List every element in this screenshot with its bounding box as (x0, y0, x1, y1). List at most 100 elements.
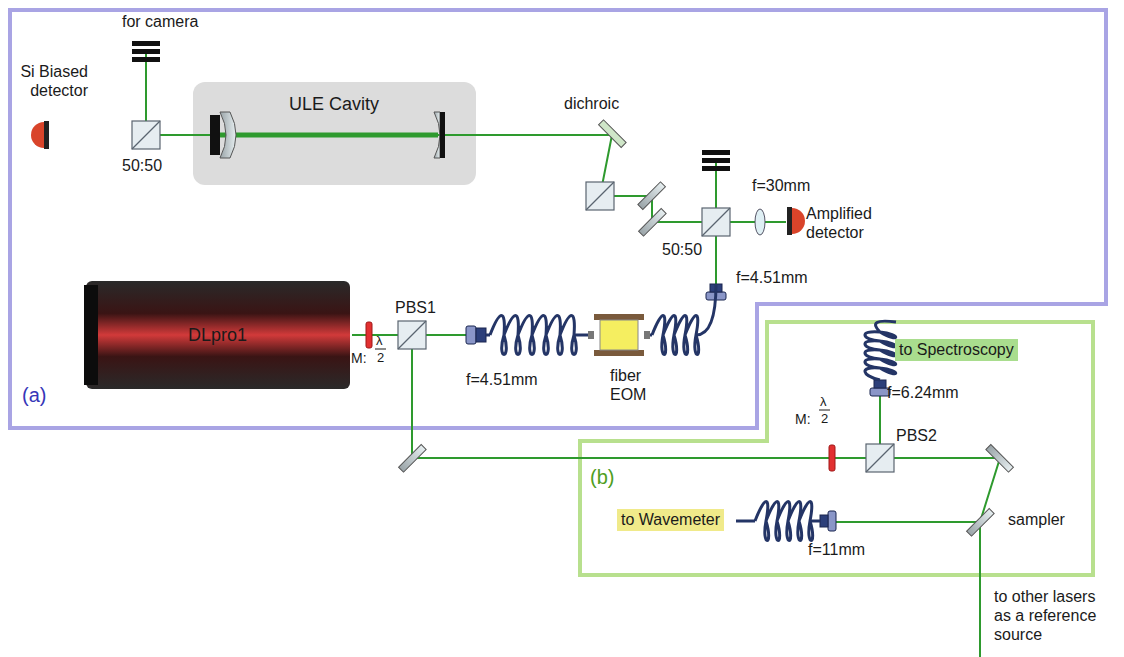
beam-splitter-cubes (132, 121, 160, 149)
laser-beams (146, 51, 612, 196)
fiber-couplers (476, 328, 486, 342)
fiber-eom (588, 314, 650, 356)
waveplate-label: λ (376, 333, 383, 348)
fiber-coil (652, 316, 699, 355)
laser-beams (215, 133, 438, 138)
laser-beams (412, 335, 880, 458)
cavity-mirrors (220, 112, 236, 158)
fiber-coils (486, 284, 896, 541)
component-box: DLpro1 (86, 281, 350, 389)
laser-head (86, 281, 350, 389)
steering-mirrors (967, 509, 995, 537)
fiber-coil (736, 520, 820, 523)
highlight-box: to Wavemeter (617, 509, 724, 531)
waveplate-label: M: (795, 411, 811, 427)
focal-length: f=4.51mm (466, 370, 538, 389)
fiber-coil (490, 316, 576, 355)
beam-dump (702, 166, 730, 171)
output-note: to other lasers as a reference source (994, 587, 1112, 644)
fiber-coil (486, 334, 588, 337)
laser-head (84, 285, 98, 385)
detector-label: Si Biased detector (8, 62, 88, 100)
region-b-outline (580, 322, 1093, 575)
cavity-housing (193, 82, 476, 185)
cavity-mirrors (434, 112, 440, 158)
focal-length: f=4.51mm (736, 268, 808, 287)
beam-splitter-cubes (702, 208, 730, 236)
si-detector (31, 121, 49, 149)
beam-splitter-cubes (132, 121, 160, 149)
fiber-coil (865, 321, 896, 380)
beam-splitter-cubes (866, 444, 894, 472)
si-detector (44, 121, 49, 149)
fiber-eom (594, 314, 644, 320)
steering-mirrors (399, 120, 1014, 536)
fiber-eom (600, 320, 638, 350)
laser-head (84, 281, 350, 389)
beam-splitter-cubes (586, 182, 614, 210)
steering-mirrors (638, 182, 666, 210)
fiber-eom (588, 331, 594, 339)
optic-label: sampler (1008, 510, 1065, 529)
waveplate-label: λ (820, 394, 827, 409)
fiber-couplers (828, 511, 836, 531)
detector-label: Amplified detector (806, 204, 901, 242)
cavity-mirrors (440, 112, 445, 158)
optic-label: PBS2 (896, 426, 937, 445)
region-label: (a) (22, 384, 46, 407)
laser-beams (880, 458, 1000, 657)
lens (755, 209, 765, 235)
half-wave-plates (366, 322, 372, 348)
region-band: (a) ULE CavityDLpro1 (10, 10, 1108, 430)
laser-beams (835, 521, 980, 523)
half-wave-plates (829, 445, 835, 471)
si-detector (31, 122, 44, 148)
focal-length: f=11mm (808, 540, 865, 559)
beam-splitter-cubes (702, 208, 730, 236)
fiber-eom (644, 331, 650, 339)
splitting-ratio: 50:50 (662, 240, 702, 259)
steering-mirrors (599, 120, 627, 148)
fraction-bar (375, 349, 386, 350)
amplified-detector (792, 208, 805, 234)
beam-splitter-cubes (398, 321, 426, 349)
beam-dump (132, 41, 160, 46)
optic-label: PBS1 (395, 298, 436, 317)
fiber-coil (650, 284, 716, 335)
component-box: ULE Cavity (193, 82, 476, 185)
fiber-couplers (874, 380, 886, 388)
steering-mirrors (986, 445, 1014, 473)
region-a-outline (10, 10, 1106, 428)
beam-splitter-cubes (398, 321, 426, 349)
fiber-destination: to Wavemeter (621, 510, 720, 529)
waveplate-label: 2 (377, 350, 384, 365)
fiber-destination: to Spectroscopy (899, 340, 1014, 359)
highlight-box: to Spectroscopy (895, 339, 1018, 361)
fiber-coil (755, 502, 813, 541)
waveplate-label: 2 (821, 411, 828, 426)
beam-dump (132, 57, 160, 62)
amplified-detector (787, 207, 805, 235)
beam-dump (702, 150, 730, 155)
steering-mirrors (399, 445, 427, 473)
steering-mirrors (639, 209, 667, 237)
splitting-ratio: 50:50 (122, 156, 162, 175)
component-name: DLpro1 (188, 325, 247, 346)
focal-length: f=6.24mm (887, 383, 959, 402)
laser-beams (600, 196, 716, 300)
beam-dump (702, 158, 730, 163)
cavity-mirrors (210, 115, 220, 155)
optic-label: for camera (122, 12, 198, 31)
region-label: (b) (590, 466, 614, 489)
waveplate-label: M: (351, 350, 367, 366)
beam-dump (132, 41, 730, 171)
focal-length: f=30mm (752, 176, 810, 195)
cavity-mirrors (210, 112, 445, 158)
beam-dump (132, 49, 160, 54)
optic-label: dichroic (564, 94, 619, 113)
beam-splitter-cubes (866, 444, 894, 472)
fiber-couplers (820, 515, 828, 527)
fiber-couplers (466, 284, 890, 531)
optic-label: fiber EOM (610, 366, 670, 404)
